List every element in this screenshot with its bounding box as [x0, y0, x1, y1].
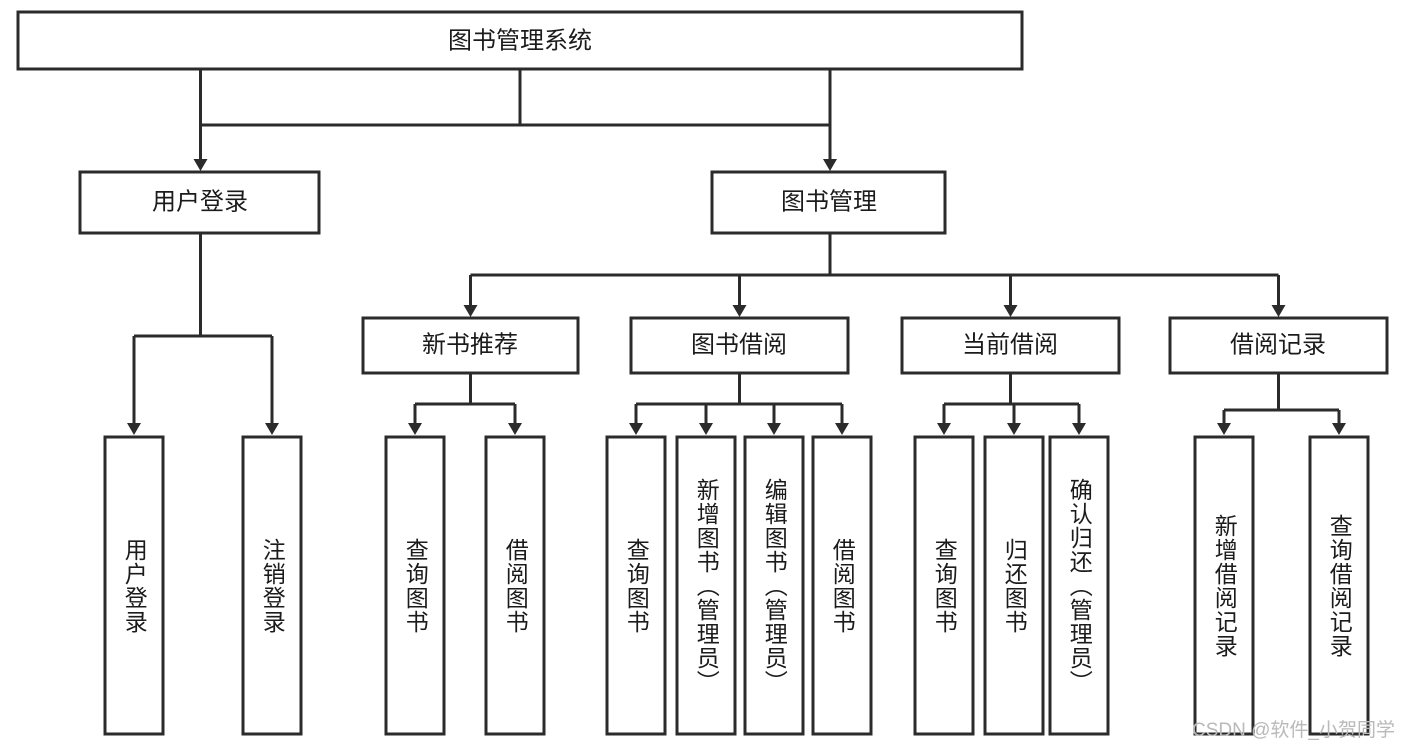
node-user-login-box[interactable] [78, 170, 321, 235]
connector-layer [127, 69, 1346, 435]
node-new-book-recommend-box[interactable] [361, 316, 580, 375]
node-layer: 图书管理系统 用户登录 图书管理 新书推荐 图书借阅 当前借阅 借阅记录 [16, 10, 1389, 375]
leaf-node-box[interactable] [983, 435, 1045, 736]
node-root-box[interactable] [16, 10, 1024, 71]
leaf-node-box[interactable] [1308, 435, 1370, 736]
leaf-node-box[interactable] [605, 435, 667, 736]
connector-root-stem [199, 69, 832, 127]
leaf-node-box[interactable] [1193, 435, 1255, 736]
node-borrow-record-label: 借阅记录 [1230, 331, 1326, 358]
node-book-borrow-label: 图书借阅 [691, 331, 787, 358]
leaf-node-box[interactable] [103, 435, 165, 736]
node-book-manage-box[interactable] [710, 170, 947, 235]
node-root-label: 图书管理系统 [448, 27, 592, 54]
leaf-node-box[interactable] [1048, 435, 1110, 736]
leaf-node-box[interactable] [384, 435, 446, 736]
leaf-node-box[interactable] [484, 435, 546, 736]
node-current-borrow-box[interactable] [900, 316, 1121, 375]
node-user-login-label: 用户登录 [152, 188, 248, 215]
leaf-node-box[interactable] [743, 435, 805, 736]
leaf-node-box[interactable] [913, 435, 975, 736]
node-book-manage-label: 图书管理 [781, 188, 877, 215]
node-new-book-recommend-label: 新书推荐 [422, 331, 518, 358]
leaf-node-box[interactable] [811, 435, 873, 736]
leaf-node-box[interactable] [675, 435, 737, 736]
node-current-borrow-label: 当前借阅 [962, 331, 1058, 358]
node-borrow-record-box[interactable] [1168, 316, 1389, 375]
node-book-borrow-box[interactable] [629, 316, 850, 375]
watermark-text: CSDN @软件_小贺同学 [1192, 720, 1395, 741]
leaf-node-box[interactable] [241, 435, 303, 736]
leaf-node-layer [103, 435, 1370, 736]
